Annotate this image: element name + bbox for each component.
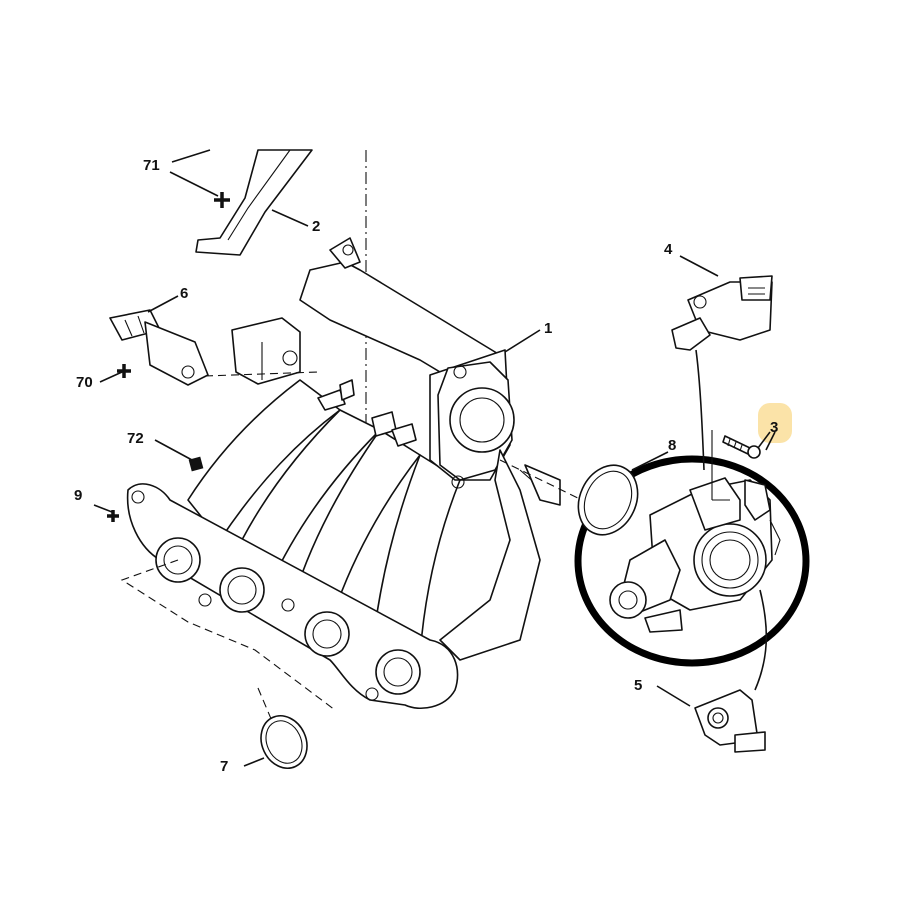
- hose-line-4: [695, 349, 705, 471]
- sensor-part-6: [109, 309, 209, 386]
- label-71: 71: [143, 157, 160, 174]
- hose-line-5: [754, 589, 768, 691]
- sensor-part-5: [694, 689, 766, 753]
- gasket-part-8: [577, 464, 639, 536]
- screw-part-3: [722, 435, 761, 459]
- label-4: 4: [664, 241, 673, 258]
- leader-lines: [93, 149, 776, 767]
- dashed-guide-gasket: [257, 687, 281, 741]
- manifold-flange: [126, 483, 459, 709]
- label-3: 3: [770, 419, 778, 436]
- label-3-highlight: [758, 403, 792, 443]
- label-9: 9: [74, 487, 82, 504]
- dashed-guide-throttle: [499, 459, 583, 501]
- dashed-guide-flange: [120, 559, 336, 711]
- o-ring-part-7: [260, 715, 308, 769]
- label-70: 70: [76, 374, 93, 391]
- label-7: 7: [220, 758, 228, 775]
- label-5: 5: [634, 677, 642, 694]
- bracket-part-2: [195, 149, 313, 256]
- idle-valve-part-4: [671, 275, 773, 351]
- label-6: 6: [180, 285, 188, 302]
- label-2: 2: [312, 218, 320, 235]
- throttle-body: [609, 430, 781, 633]
- dashed-guide-sensor: [204, 371, 319, 377]
- cross-markers: [107, 192, 230, 522]
- label-1: 1: [544, 320, 552, 337]
- throttle-body-circle: [574, 455, 810, 667]
- label-72: 72: [127, 430, 144, 447]
- nut-part-72: [188, 456, 204, 472]
- label-8: 8: [668, 437, 676, 454]
- intake-manifold-part-1: [187, 237, 561, 661]
